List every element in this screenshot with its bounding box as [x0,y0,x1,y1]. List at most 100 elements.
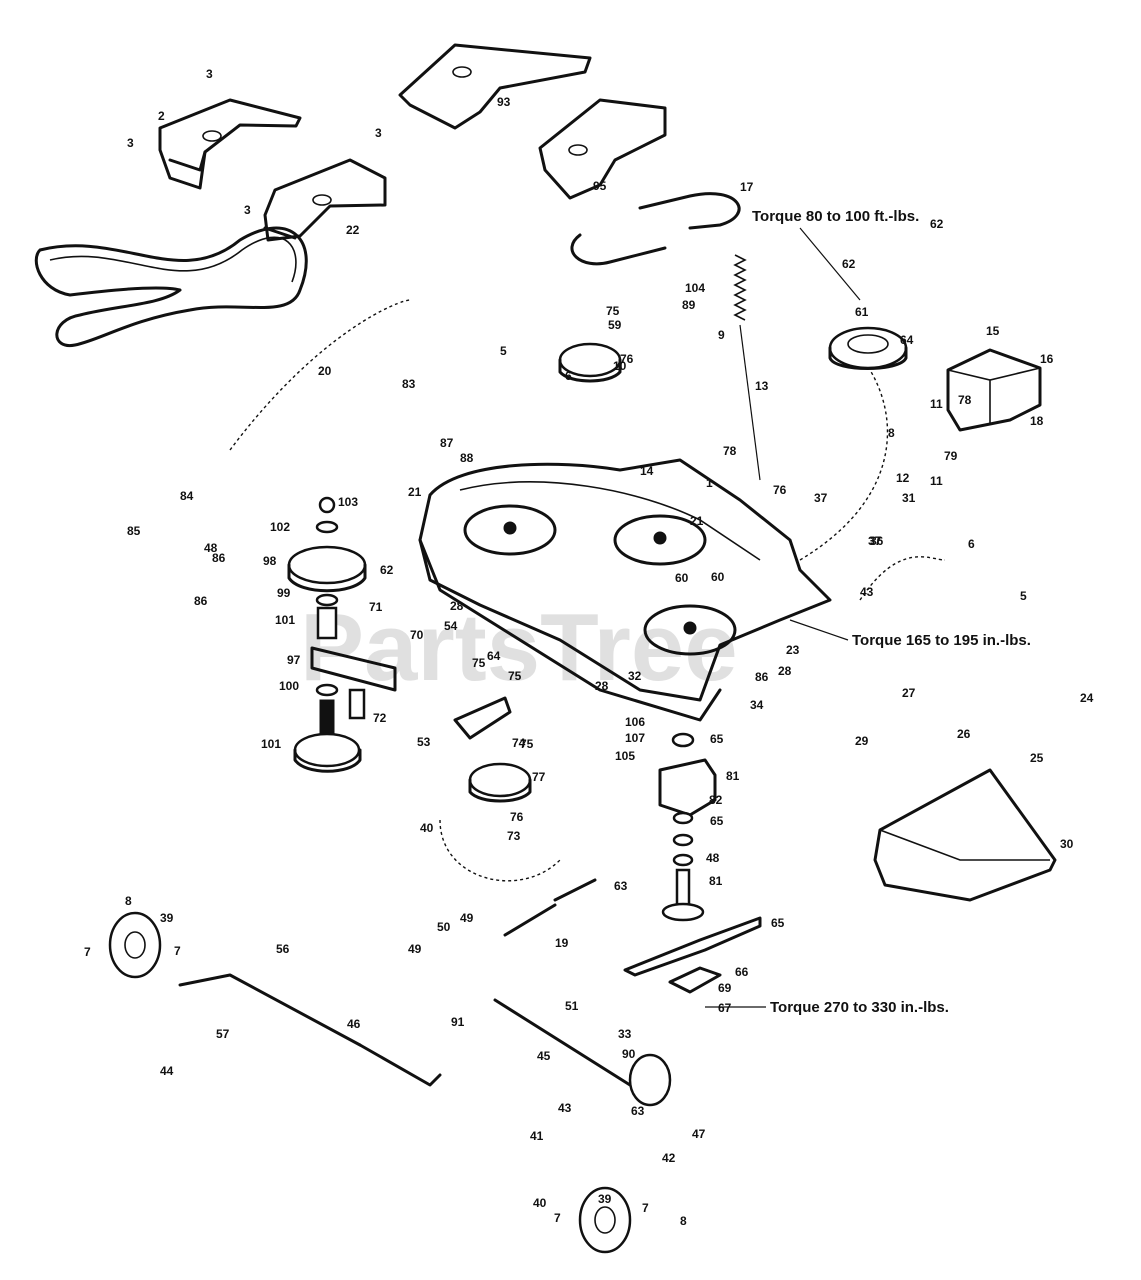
callout: 87 [440,436,454,450]
callout: 51 [565,999,579,1013]
callout: 60 [675,571,689,585]
callout: 50 [437,920,451,934]
callout: 40 [533,1196,547,1210]
gauge-wheel-39-bottom [578,1186,632,1254]
callout: 28 [595,679,609,693]
callout: 72 [373,711,387,725]
callout: 60 [711,570,725,584]
torque-note-blade-pulley: Torque 80 to 100 ft.-lbs. [752,208,919,225]
callout: 42 [662,1151,676,1165]
callout: 21 [690,514,704,528]
callout: 85 [127,524,141,538]
callout: 97 [287,653,301,667]
callout: 99 [277,586,291,600]
idler-pulley-78-upper [558,342,622,383]
callout: 23 [786,643,800,657]
mounting-bracket-18 [946,348,1042,432]
cutting-blade-66 [623,916,762,994]
callout: 90 [622,1047,636,1061]
callout: 18 [1030,414,1044,428]
discharge-chute-30 [873,768,1057,902]
rear-axle-46 [178,973,442,1087]
callout: 11 [930,397,943,411]
callout: 19 [555,936,569,950]
callout: 29 [855,734,869,748]
watermark: PartsTree [300,594,738,701]
callout: 49 [460,911,474,925]
callout: 7 [84,945,91,959]
callout: 65 [771,916,785,930]
callout: 79 [944,449,958,463]
spindle-assembly-left [287,496,397,773]
callout: 8 [888,426,895,440]
callout: 57 [216,1027,230,1041]
callout: 49 [408,942,422,956]
callout: 65 [710,814,724,828]
callout: 21 [408,485,422,499]
callout: 40 [420,821,434,835]
callout: 102 [270,520,290,534]
callout: 81 [726,769,740,783]
callout: 56 [276,942,290,956]
callout: 7 [554,1211,561,1225]
torque-note-spindle: Torque 165 to 195 in.-lbs. [852,632,1031,649]
callout: 44 [160,1064,174,1078]
callout: 8 [680,1214,687,1228]
callout: 45 [537,1049,551,1063]
callout: 86 [212,551,226,565]
callout: 59 [608,318,622,332]
callout: 47 [692,1127,706,1141]
callout: 14 [640,464,654,478]
callout: 86 [194,594,208,608]
callout: 26 [957,727,971,741]
callout: 78 [723,444,737,458]
callout: 101 [275,613,295,627]
callout: 6 [565,369,572,383]
callout: 77 [532,770,546,784]
callout: 39 [598,1192,612,1206]
adjustment-rod-19 [503,878,597,937]
idler-pulley-78-lower [453,696,532,803]
callout: 62 [930,217,944,231]
deck-mount-bracket-98 [538,98,667,200]
callout: 105 [615,749,635,763]
callout: 63 [631,1104,645,1118]
callout: 15 [986,324,1000,338]
callout: 54 [444,619,458,633]
callout: 24 [1080,691,1094,705]
callout: 36 [870,534,884,548]
callout: 75 [520,737,534,751]
callout: 95 [593,179,607,193]
callout: 48 [706,851,720,865]
callout: 69 [718,981,732,995]
callout: 89 [682,298,696,312]
callout: 41 [530,1129,544,1143]
callout: 37 [814,491,828,505]
callout: 62 [842,257,856,271]
callout: 88 [460,451,474,465]
callout: 62 [380,563,394,577]
callout: 46 [347,1017,361,1031]
callout: 6 [968,537,975,551]
callout: 3 [127,136,134,150]
callout: 28 [450,599,464,613]
callout: 91 [451,1015,465,1029]
callout: 48 [204,541,218,555]
callout: 5 [1020,589,1027,603]
callout: 107 [625,731,645,745]
front-axle-45 [493,998,632,1087]
callout: 33 [618,1027,632,1041]
callout: 74 [512,736,526,750]
callout: 53 [417,735,431,749]
callout: 82 [709,793,723,807]
callout: 16 [1040,352,1054,366]
callout: 64 [487,649,501,663]
torque-note-blade-bolt: Torque 270 to 330 in.-lbs. [770,999,949,1016]
callout: 76 [773,483,787,497]
callout: 3 [244,203,251,217]
callout: 83 [402,377,416,391]
callout: 106 [625,715,645,729]
callout: 81 [709,874,723,888]
callout: 98 [263,554,277,568]
